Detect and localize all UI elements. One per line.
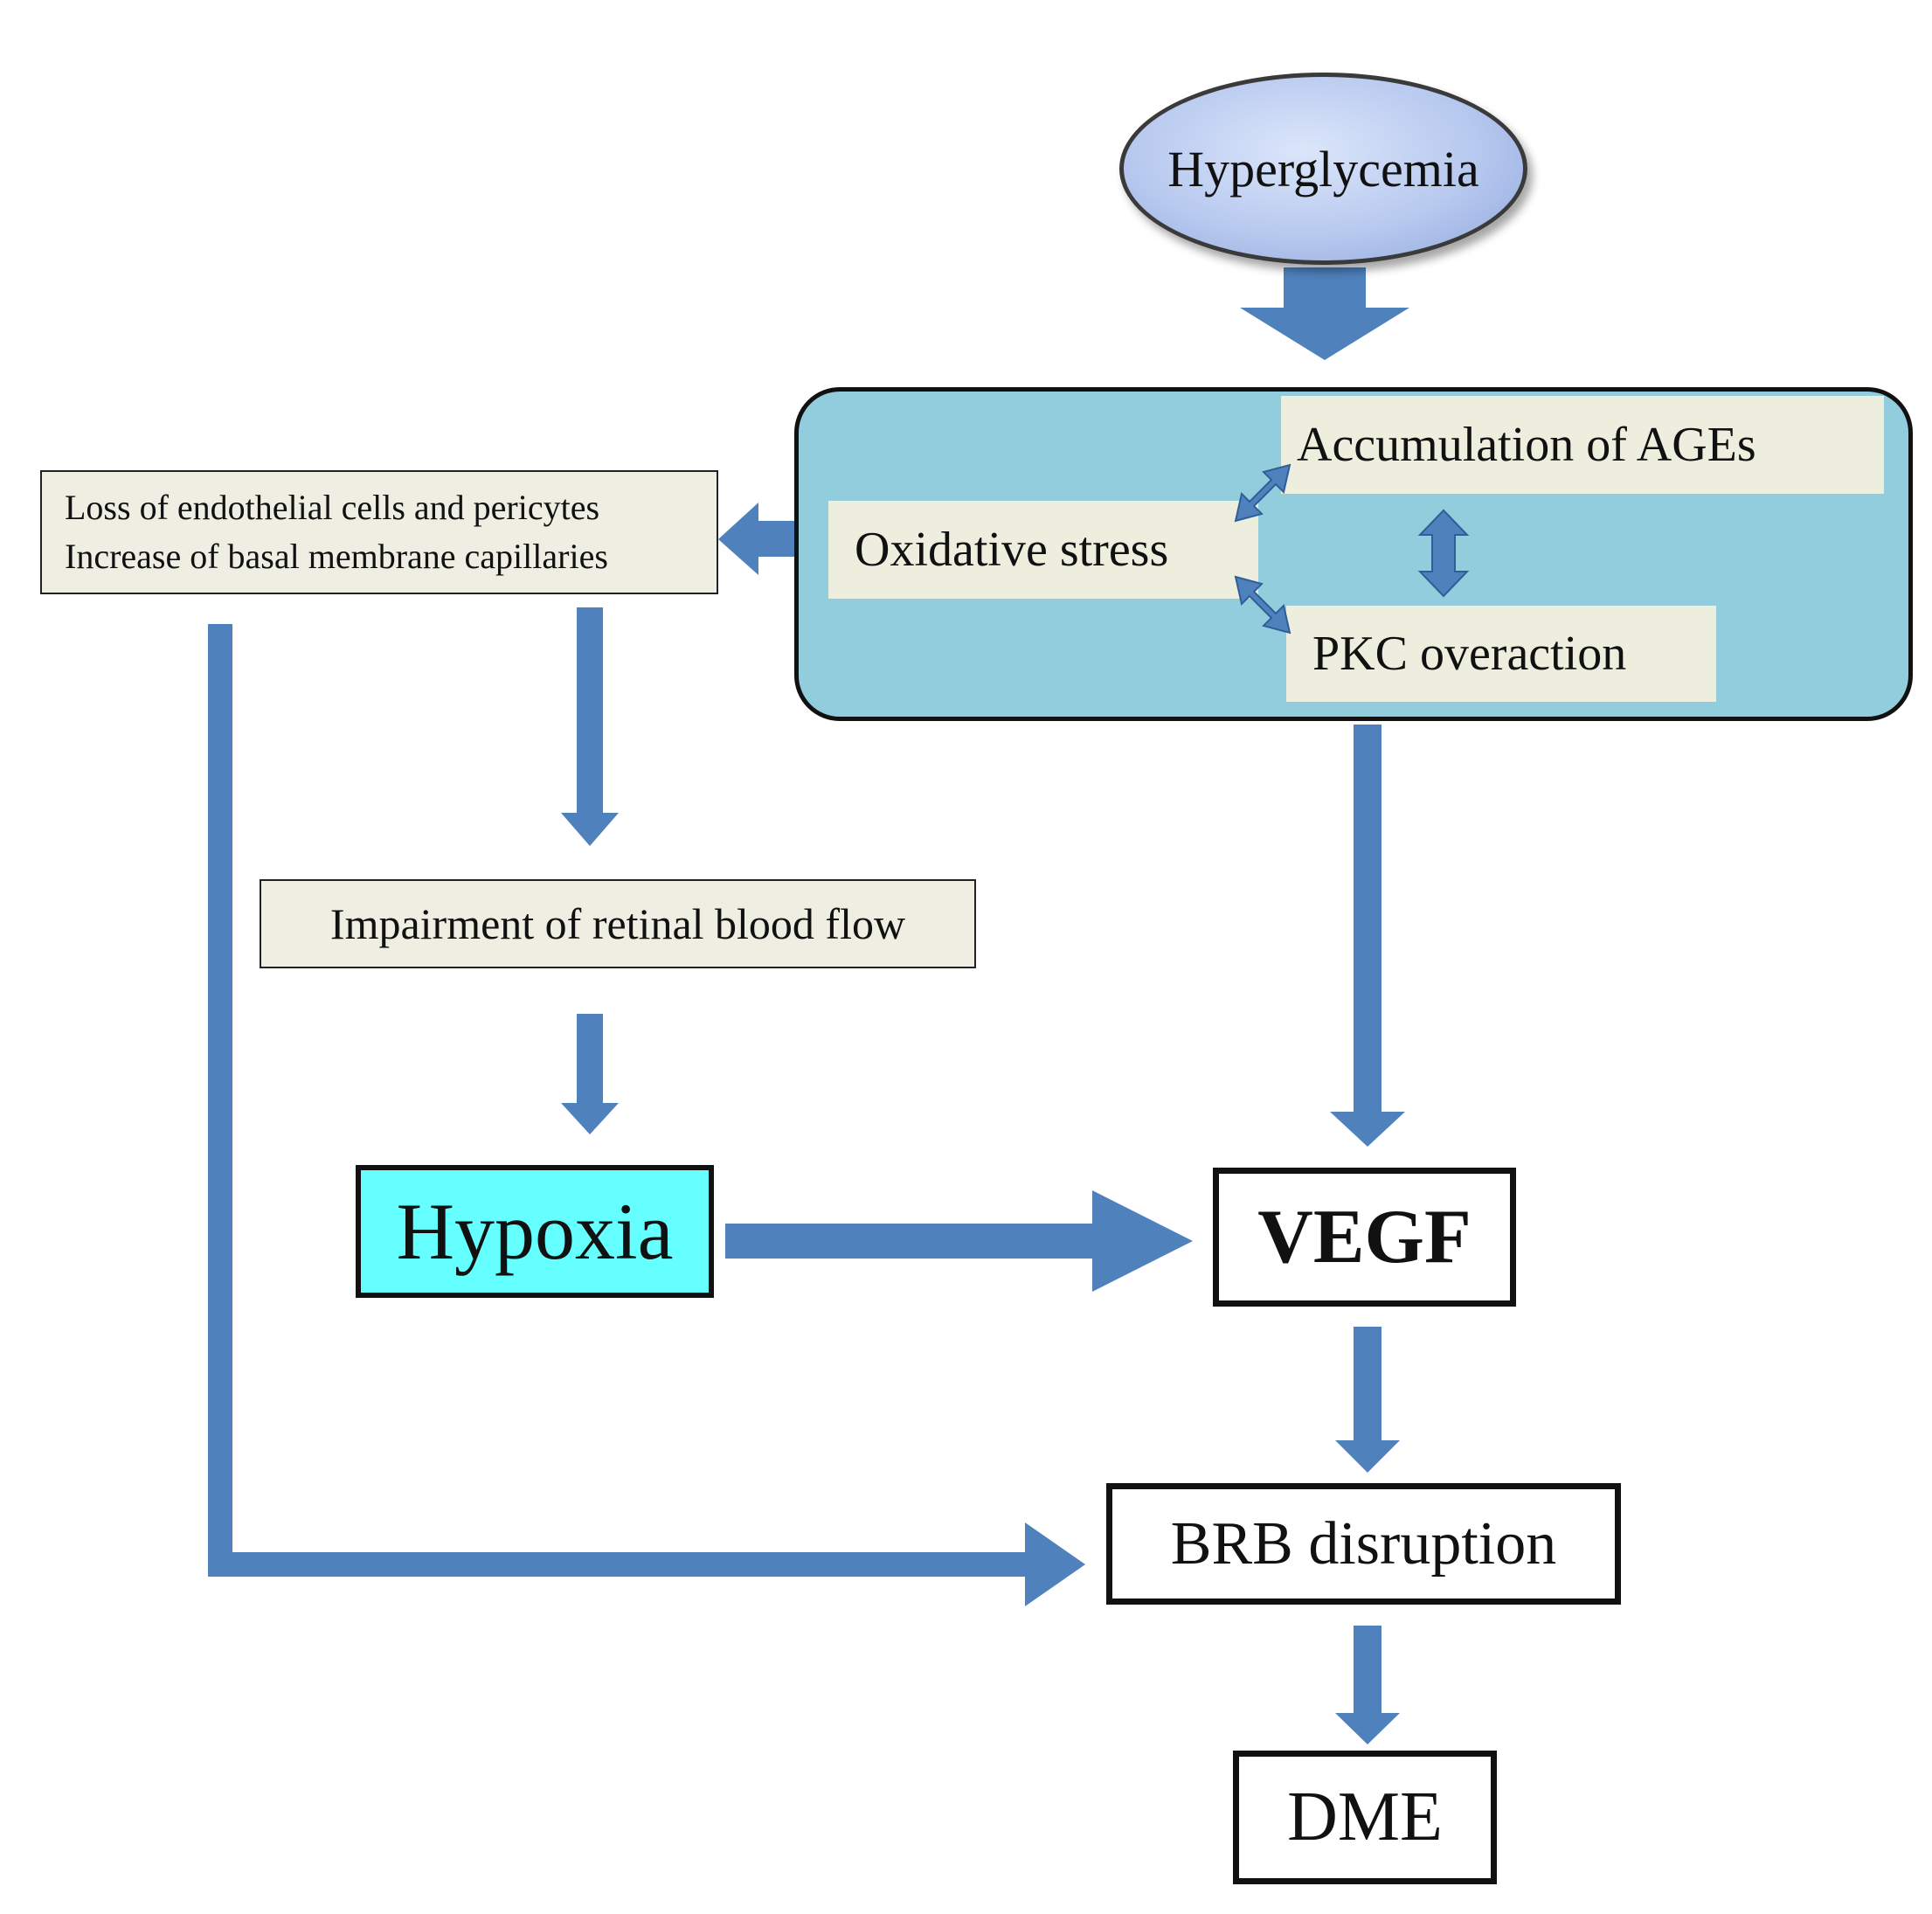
arrow-loss-to-impairment <box>561 607 619 846</box>
ages-label: Accumulation of AGEs <box>1297 418 1756 472</box>
double-arrows <box>1234 463 1470 635</box>
arrow-vegf-to-brb <box>1335 1327 1400 1473</box>
brb-label: BRB disruption <box>1170 1509 1557 1578</box>
mechanisms-panel: Accumulation of AGEs Oxidative stress PK… <box>794 387 1913 721</box>
arrow-hyperglycemia-to-panel <box>1240 267 1409 360</box>
pkc-box: PKC overaction <box>1286 606 1716 702</box>
hypoxia-box: Hypoxia <box>356 1165 714 1298</box>
vegf-label: VEGF <box>1257 1195 1472 1279</box>
arrow-loss-to-brb <box>208 624 1085 1606</box>
impairment-label: Impairment of retinal blood flow <box>329 899 906 948</box>
ages-box: Accumulation of AGEs <box>1281 396 1884 494</box>
double-arrow-oxidative-ages-icon <box>1234 463 1291 523</box>
double-arrow-ages-pkc-icon <box>1417 509 1470 598</box>
loss-line-2: Increase of basal membrane capillaries <box>65 537 608 576</box>
double-arrow-oxidative-pkc-icon <box>1234 575 1291 635</box>
impairment-box: Impairment of retinal blood flow <box>260 879 976 968</box>
loss-line-1: Loss of endothelial cells and pericytes <box>65 488 600 527</box>
dme-label: DME <box>1287 1779 1443 1855</box>
vegf-box: VEGF <box>1213 1168 1516 1307</box>
brb-disruption-box: BRB disruption <box>1106 1483 1621 1605</box>
oxidative-stress-box: Oxidative stress <box>828 501 1258 599</box>
loss-of-cells-box: Loss of endothelial cells and pericytes … <box>40 470 718 594</box>
hyperglycemia-label: Hyperglycemia <box>1167 140 1479 198</box>
arrow-brb-to-dme <box>1335 1626 1400 1744</box>
arrow-impairment-to-hypoxia <box>561 1014 619 1134</box>
hyperglycemia-node: Hyperglycemia <box>1119 73 1527 265</box>
hypoxia-label: Hypoxia <box>396 1187 674 1276</box>
arrow-hypoxia-to-vegf <box>725 1190 1193 1292</box>
arrow-panel-to-loss <box>718 503 801 575</box>
dme-box: DME <box>1233 1751 1497 1884</box>
pkc-label: PKC overaction <box>1312 627 1627 681</box>
arrow-panel-to-vegf <box>1330 725 1405 1147</box>
oxidative-stress-label: Oxidative stress <box>855 523 1169 577</box>
